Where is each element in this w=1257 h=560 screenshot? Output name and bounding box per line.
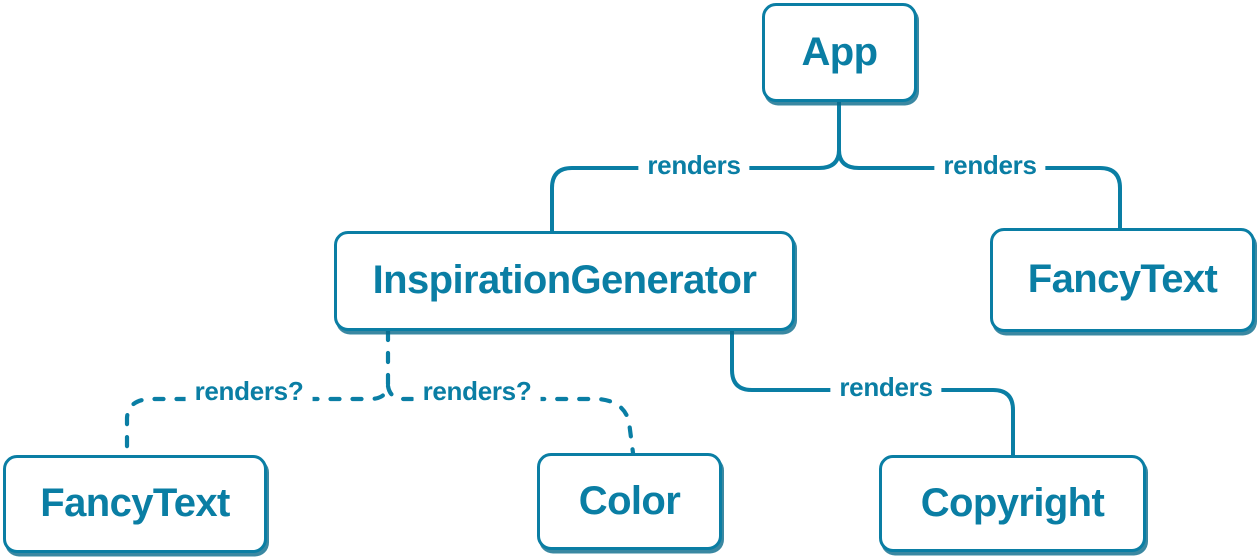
edge-label-inspiration-generator-to-copyright: renders xyxy=(830,372,942,403)
node-label: InspirationGenerator xyxy=(372,258,757,302)
node-label: Copyright xyxy=(920,480,1105,525)
node-app: App xyxy=(762,3,917,102)
edge-label-app-to-inspiration-generator: renders xyxy=(638,150,750,181)
edge-label-inspiration-generator-to-color: renders? xyxy=(413,376,541,407)
node-label: Color xyxy=(578,478,681,523)
edge-app-to-fancy-text xyxy=(837,148,1122,230)
node-inspiration-generator: InspirationGenerator xyxy=(334,231,795,331)
node-copyright: Copyright xyxy=(879,455,1146,552)
edge-label-app-to-fancy-text: renders xyxy=(934,150,1046,181)
node-label: FancyText xyxy=(1027,257,1218,301)
node-label: FancyText xyxy=(40,481,230,525)
node-color: Color xyxy=(537,453,722,550)
edge-label-inspiration-generator-to-fancy-text: renders? xyxy=(185,376,313,407)
edge-inspiration-generator-to-color xyxy=(385,383,636,456)
node-fancy-text-top: FancyText xyxy=(990,228,1255,332)
node-fancy-text-bottom: FancyText xyxy=(3,455,267,553)
node-label: App xyxy=(801,29,879,74)
